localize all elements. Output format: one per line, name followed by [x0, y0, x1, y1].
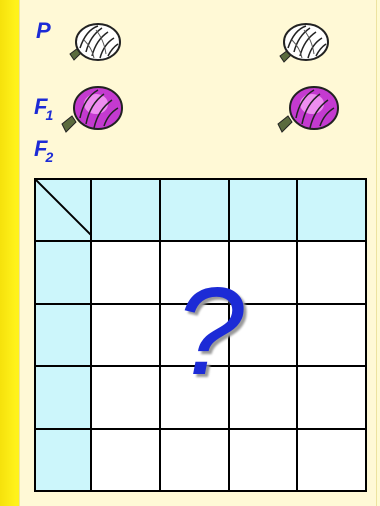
generation-label-p: P [36, 20, 51, 42]
punnett-header-cell[interactable] [91, 179, 160, 241]
punnett-header-row [35, 179, 366, 241]
punnett-cell[interactable] [91, 429, 160, 491]
punnett-cell[interactable] [297, 366, 366, 428]
punnett-corner-cell [35, 179, 91, 241]
punnett-cell[interactable] [297, 241, 366, 303]
punnett-row-header-cell[interactable] [35, 429, 91, 491]
punnett-cell[interactable] [297, 429, 366, 491]
punnett-cell[interactable] [91, 304, 160, 366]
punnett-header-cell[interactable] [229, 179, 298, 241]
question-mark: ? [175, 270, 244, 394]
f1-pea-right-icon [276, 82, 342, 136]
parent-pea-left-icon [64, 18, 124, 66]
punnett-cell[interactable] [160, 429, 229, 491]
punnett-row-header-cell[interactable] [35, 241, 91, 303]
f1-pea-left-icon [60, 82, 126, 136]
punnett-cell[interactable] [229, 429, 298, 491]
punnett-cell[interactable] [91, 241, 160, 303]
punnett-row-header-cell[interactable] [35, 366, 91, 428]
punnett-cell[interactable] [91, 366, 160, 428]
punnett-header-cell[interactable] [160, 179, 229, 241]
generation-label-f2: F2 [34, 138, 55, 160]
punnett-header-cell[interactable] [297, 179, 366, 241]
corner-diagonal [36, 180, 91, 236]
parent-pea-right-icon [272, 18, 332, 66]
punnett-cell[interactable] [297, 304, 366, 366]
generation-label-f1: F1 [34, 96, 55, 118]
punnett-row [35, 429, 366, 491]
punnett-row-header-cell[interactable] [35, 304, 91, 366]
